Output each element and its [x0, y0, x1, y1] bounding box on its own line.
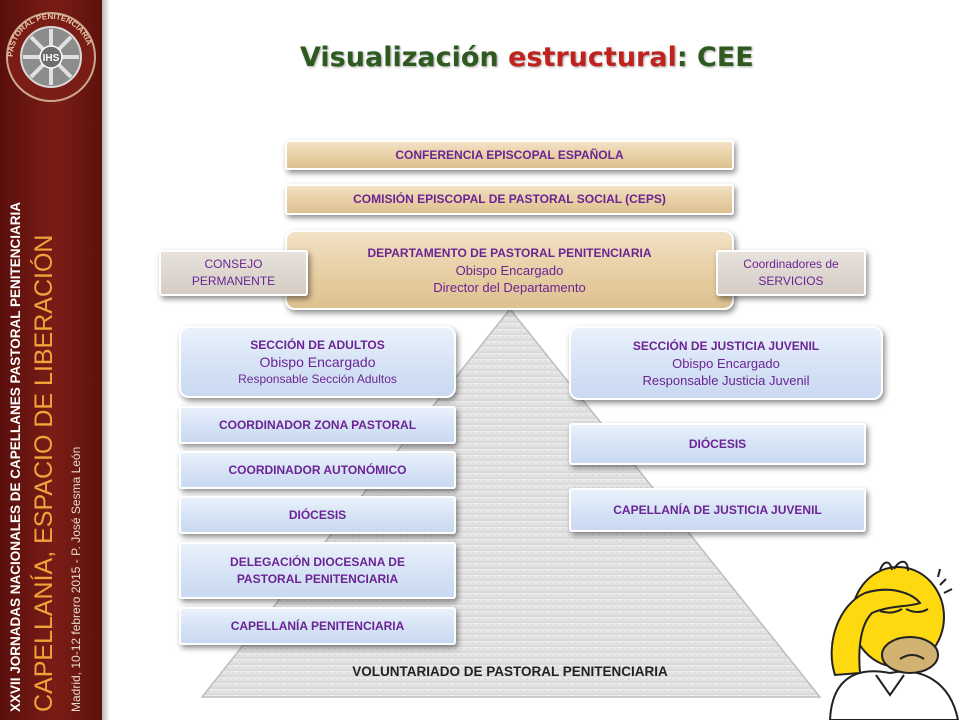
- capellania-penitenciaria-label: CAPELLANÍA PENITENCIARIA: [230, 618, 405, 633]
- coordinadores-line-1: Coordinadores de: [743, 257, 839, 271]
- title-part-2: estructural: [508, 42, 677, 73]
- coord-zona-box: COORDINADOR ZONA PASTORAL: [179, 406, 456, 444]
- title-part-1: Visualización: [300, 42, 499, 73]
- coord-zona-label: COORDINADOR ZONA PASTORAL: [218, 417, 417, 432]
- departamento-obispo: Obispo Encargado: [455, 262, 564, 278]
- seccion-juvenil-obispo: Obispo Encargado: [672, 355, 780, 371]
- capellania-juvenil-box: CAPELLANÍA DE JUSTICIA JUVENIL: [569, 488, 866, 532]
- capellania-juvenil-label: CAPELLANÍA DE JUSTICIA JUVENIL: [613, 502, 822, 517]
- sidebar-theme: CAPELLANÍA, ESPACIO DE LIBERACIÓN: [30, 234, 58, 712]
- cartoon-character-image: [828, 560, 960, 720]
- delegacion-box: DELEGACIÓN DIOCESANA DE PASTORAL PENITEN…: [179, 542, 456, 599]
- seccion-adultos-title: SECCIÓN DE ADULTOS: [250, 337, 385, 352]
- page-title: Visualización estructural: CEE: [300, 42, 754, 73]
- seccion-adultos-responsable: Responsable Sección Adultos: [238, 371, 397, 386]
- pyramid-base-label: VOLUNTARIADO DE PASTORAL PENITENCIARIA: [352, 664, 668, 679]
- coord-autonomico-box: COORDINADOR AUTONÓMICO: [179, 451, 456, 489]
- diocesis-right-label: DIÓCESIS: [688, 436, 747, 451]
- delegacion-line-1: DELEGACIÓN DIOCESANA DE: [230, 554, 405, 569]
- logo-badge: IHS PASTORAL PENITENCIARIA: [6, 12, 96, 102]
- consejo-line-1: CONSEJO: [204, 257, 263, 271]
- departamento-title: DEPARTAMENTO DE PASTORAL PENITENCIARIA: [367, 245, 652, 260]
- diocesis-left-label: DIÓCESIS: [288, 507, 347, 522]
- diocesis-right-box: DIÓCESIS: [569, 423, 866, 465]
- sidebar: [0, 0, 102, 720]
- sidebar-shadow: [102, 0, 110, 720]
- sidebar-place-date: Madrid, 10-12 febrero 2015 - P. José Ses…: [69, 446, 83, 712]
- conferencia-label: CONFERENCIA EPISCOPAL ESPAÑOLA: [395, 147, 624, 162]
- delegacion-line-2: PASTORAL PENITENCIARIA: [236, 571, 399, 586]
- seccion-juvenil-title: SECCIÓN DE JUSTICIA JUVENIL: [632, 338, 820, 353]
- diocesis-left-box: DIÓCESIS: [179, 496, 456, 534]
- departamento-director: Director del Departamento: [433, 279, 586, 295]
- capellania-penitenciaria-box: CAPELLANÍA PENITENCIARIA: [179, 607, 456, 645]
- comision-label: COMISIÓN EPISCOPAL DE PASTORAL SOCIAL (C…: [353, 192, 666, 206]
- coord-autonomico-label: COORDINADOR AUTONÓMICO: [228, 462, 407, 477]
- conferencia-box: CONFERENCIA EPISCOPAL ESPAÑOLA: [285, 140, 734, 170]
- coordinadores-line-2: SERVICIOS: [758, 274, 824, 288]
- departamento-box: DEPARTAMENTO DE PASTORAL PENITENCIARIA O…: [285, 230, 734, 310]
- logo-center-text: IHS: [43, 53, 60, 64]
- consejo-line-2: PERMANENTE: [191, 274, 276, 288]
- seccion-juvenil-responsable: Responsable Justicia Juvenil: [642, 372, 810, 388]
- seccion-adultos-obispo: Obispo Encargado: [259, 353, 376, 370]
- consejo-box: CONSEJO PERMANENTE: [159, 250, 308, 296]
- seccion-adultos-box: SECCIÓN DE ADULTOS Obispo Encargado Resp…: [179, 326, 456, 398]
- title-part-3: : CEE: [676, 42, 754, 73]
- seccion-juvenil-box: SECCIÓN DE JUSTICIA JUVENIL Obispo Encar…: [569, 326, 883, 400]
- sidebar-event-title: XXVII JORNADAS NACIONALES DE CAPELLANES …: [8, 201, 23, 712]
- comision-box: COMISIÓN EPISCOPAL DE PASTORAL SOCIAL (C…: [285, 184, 734, 215]
- coordinadores-box: Coordinadores de SERVICIOS: [716, 250, 866, 296]
